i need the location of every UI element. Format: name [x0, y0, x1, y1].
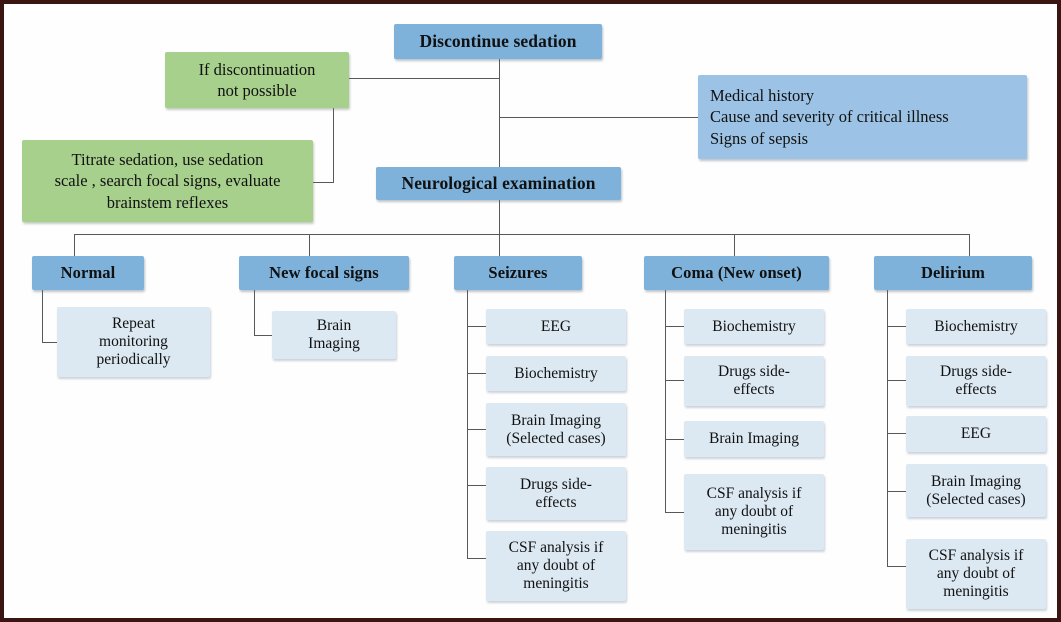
column-header-seizures[interactable]: Seizures: [454, 256, 582, 290]
leaf-delirium-3[interactable]: Brain Imaging (Selected cases): [906, 464, 1046, 517]
connector-drop-delirium: [969, 234, 970, 256]
column-header-coma[interactable]: Coma (New onset): [644, 256, 829, 290]
leaf-delirium-0[interactable]: Biochemistry: [906, 309, 1046, 344]
leaf-seizures-0[interactable]: EEG: [486, 309, 626, 344]
connector-spine-coma: [665, 290, 666, 512]
connector-spine-delirium-stub-2: [887, 433, 906, 434]
connector-spine-normal-stub-0: [42, 342, 58, 343]
connector-bus: [74, 234, 970, 235]
connector-drop-focal: [309, 234, 310, 256]
connector-spine-delirium-stub-4: [887, 566, 906, 567]
node-medical-history[interactable]: Medical history Cause and severity of cr…: [698, 75, 1027, 159]
connector-green-elbow-v: [333, 108, 334, 182]
connector-spine-coma-stub-1: [665, 380, 684, 381]
connector-drop-seizures: [499, 234, 500, 256]
connector-to-green-1: [349, 78, 500, 79]
column-header-delirium[interactable]: Delirium: [874, 256, 1032, 290]
connector-spine-focal-stub-0: [254, 335, 272, 336]
leaf-coma-3[interactable]: CSF analysis if any doubt of meningitis: [684, 474, 824, 550]
column-header-normal[interactable]: Normal: [32, 256, 144, 290]
connector-exam-down: [499, 199, 500, 235]
leaf-coma-0[interactable]: Biochemistry: [684, 309, 824, 344]
connector-spine-coma-stub-3: [665, 512, 684, 513]
connector-drop-normal: [74, 234, 75, 256]
node-discontinue-sedation[interactable]: Discontinue sedation: [394, 24, 602, 59]
leaf-normal-0[interactable]: Repeat monitoring periodically: [57, 307, 210, 377]
leaf-seizures-1[interactable]: Biochemistry: [486, 356, 626, 391]
connector-spine-delirium: [887, 290, 888, 566]
connector-spine-delirium-stub-0: [887, 326, 906, 327]
connector-spine-seizures-stub-2: [467, 429, 486, 430]
leaf-delirium-4[interactable]: CSF analysis if any doubt of meningitis: [906, 539, 1046, 609]
leaf-seizures-3[interactable]: Drugs side- effects: [486, 467, 626, 520]
connector-spine-normal: [42, 290, 43, 342]
node-neurological-examination[interactable]: Neurological examination: [376, 167, 621, 200]
node-if-discontinuation-not-possible[interactable]: If discontinuation not possible: [165, 52, 349, 108]
connector-green-elbow-h: [313, 182, 334, 183]
node-titrate-sedation[interactable]: Titrate sedation, use sedation scale , s…: [22, 140, 313, 222]
connector-spine-focal: [254, 290, 255, 335]
connector-trunk-main: [499, 59, 500, 167]
connector-spine-delirium-stub-1: [887, 380, 906, 381]
connector-spine-seizures-stub-0: [467, 326, 486, 327]
connector-spine-seizures: [467, 290, 468, 558]
leaf-focal-0[interactable]: Brain Imaging: [272, 311, 396, 359]
connector-spine-coma-stub-2: [665, 439, 684, 440]
leaf-coma-1[interactable]: Drugs side- effects: [684, 356, 824, 406]
column-header-new-focal-signs[interactable]: New focal signs: [239, 256, 409, 290]
leaf-seizures-2[interactable]: Brain Imaging (Selected cases): [486, 403, 626, 456]
connector-spine-seizures-stub-4: [467, 558, 486, 559]
leaf-delirium-2[interactable]: EEG: [906, 416, 1046, 452]
connector-spine-seizures-stub-3: [467, 485, 486, 486]
leaf-delirium-1[interactable]: Drugs side- effects: [906, 356, 1046, 406]
leaf-seizures-4[interactable]: CSF analysis if any doubt of meningitis: [486, 531, 626, 601]
leaf-coma-2[interactable]: Brain Imaging: [684, 421, 824, 457]
connector-drop-coma: [734, 234, 735, 256]
connector-spine-delirium-stub-3: [887, 491, 906, 492]
connector-spine-coma-stub-0: [665, 326, 684, 327]
connector-to-info: [499, 117, 698, 118]
connector-spine-seizures-stub-1: [467, 373, 486, 374]
